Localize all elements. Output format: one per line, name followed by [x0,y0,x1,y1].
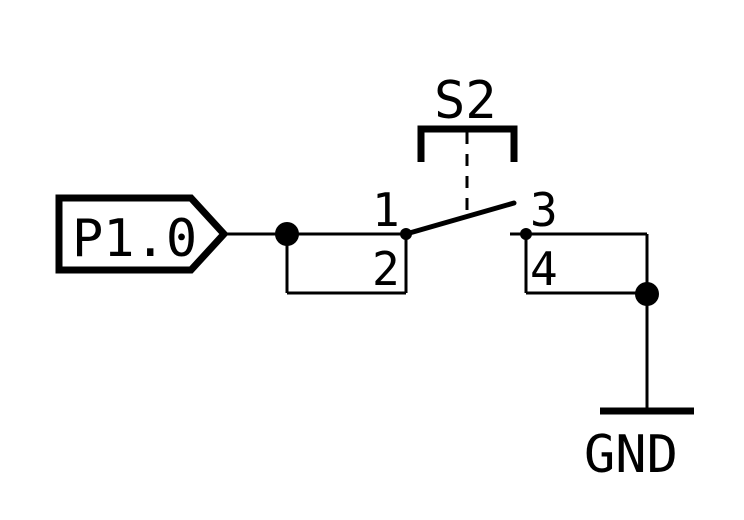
pin-label-2: 2 [372,242,400,296]
ground-label: GND [584,425,678,485]
pin-label-3: 3 [530,183,558,237]
switch-designator: S2 [434,71,497,131]
net-label-p1-0: P1.0 [55,194,229,274]
switch-lever [403,200,517,237]
junction-dot-right [635,282,659,306]
switch-left-pins [285,232,408,295]
switch-right-pins [524,232,649,410]
net-label-text: P1.0 [72,209,197,269]
net-label-flag-shape [55,194,229,274]
actuator-bracket [417,125,518,162]
pin-label-4: 4 [530,242,558,296]
pin-label-1: 1 [372,183,400,237]
switch-actuator [417,125,518,215]
